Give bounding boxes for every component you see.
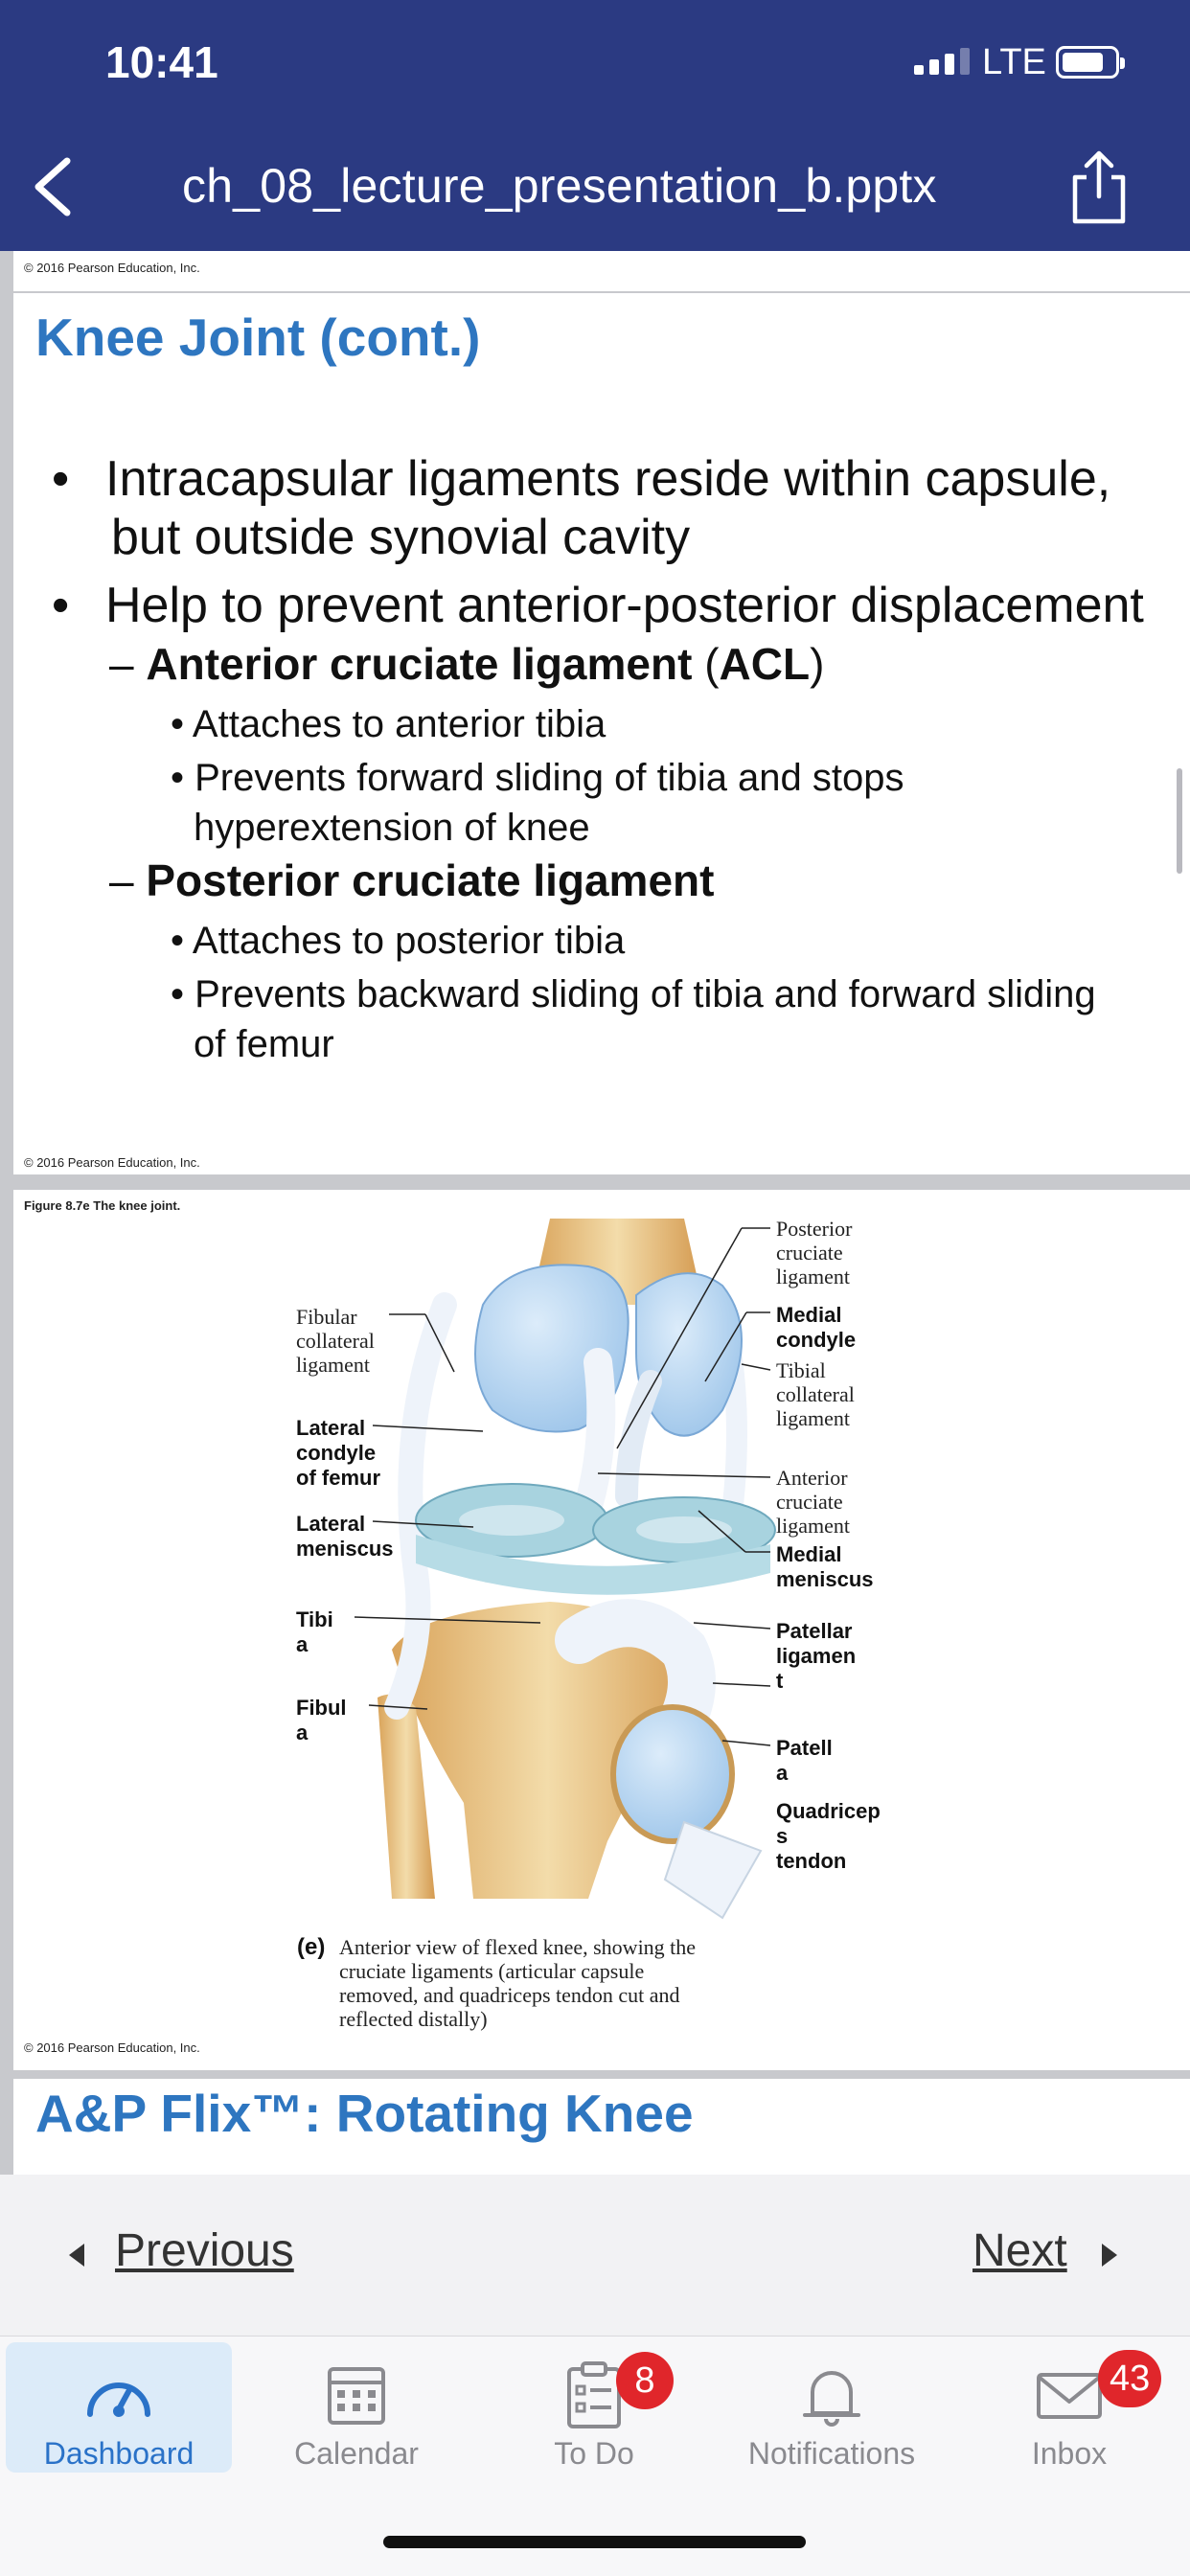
figure-title: Figure 8.7e The knee joint. xyxy=(24,1198,181,1213)
label-medial-meniscus: Medial meniscus xyxy=(776,1542,874,1591)
share-button[interactable] xyxy=(1065,148,1133,225)
slide-ap-flix: A&P Flix™: Rotating Knee xyxy=(13,2079,1190,2175)
chevron-right-icon xyxy=(1102,2244,1117,2267)
slide-viewer[interactable]: © 2016 Pearson Education, Inc. Knee Join… xyxy=(0,251,1190,2175)
bullet-text: Prevents backward sliding of tibia and f… xyxy=(195,973,1096,1015)
share-icon xyxy=(1072,150,1126,224)
bullet-text: hyperextension of knee xyxy=(194,807,590,849)
sub-bullet-bold: Posterior cruciate ligament xyxy=(146,855,715,905)
label-fibula: Fibul a xyxy=(296,1696,347,1744)
network-type: LTE xyxy=(982,42,1046,82)
label-tibia: Tibi a xyxy=(296,1607,333,1656)
sub-bullet-acl: – Anterior cruciate ligament (ACL) xyxy=(109,639,825,689)
slide-knee-figure: Figure 8.7e The knee joint. xyxy=(13,1190,1190,2070)
label-medial-condyle: Medial condyle xyxy=(776,1303,857,1352)
dashboard-gauge-icon xyxy=(87,2382,150,2417)
sub-sub-bullet: • Prevents backward sliding of tibia and… xyxy=(171,973,1096,1065)
sub-sub-bullet: • Attaches to posterior tibia xyxy=(171,920,626,962)
label-quadriceps-tendon: Quadricep s tendon xyxy=(776,1799,881,1873)
back-button[interactable] xyxy=(29,153,77,220)
document-title: ch_08_lecture_presentation_b.pptx xyxy=(182,159,937,213)
sub-bullet-abbr: ACL xyxy=(719,639,811,689)
tab-label: Inbox xyxy=(1031,2436,1108,2471)
paren-open: ( xyxy=(692,639,720,689)
vertical-scrollbar[interactable] xyxy=(1177,768,1182,874)
tab-notifications[interactable]: Notifications xyxy=(719,2342,945,2473)
inbox-badge: 43 xyxy=(1098,2350,1162,2407)
copyright-text: © 2016 Pearson Education, Inc. xyxy=(24,261,200,275)
tab-dashboard[interactable]: Dashboard xyxy=(6,2342,232,2473)
home-indicator[interactable] xyxy=(383,2536,806,2548)
pager: Previous Next xyxy=(0,2175,1190,2336)
label-anterior-cruciate-ligament: Anterior cruciate ligament xyxy=(776,1466,850,1538)
paren-close: ) xyxy=(810,639,825,689)
label-patella: Patell a xyxy=(776,1736,833,1785)
sub-sub-bullet: • Prevents forward sliding of tibia and … xyxy=(171,757,904,849)
label-patellar-ligament: Patellar ligamen t xyxy=(776,1619,857,1693)
sub-bullet-pcl: – Posterior cruciate ligament xyxy=(109,855,715,905)
status-time: 10:41 xyxy=(105,37,218,87)
tab-label: Notifications xyxy=(747,2436,916,2471)
figure-caption: Anterior view of flexed knee, showing th… xyxy=(339,1935,697,2031)
chevron-left-icon xyxy=(34,157,71,217)
label-fibular-collateral-ligament: Fibular collateral ligament xyxy=(296,1305,375,1377)
calendar-icon xyxy=(328,2367,385,2425)
top-bar: 10:41 LTE ch_08_lecture_presentation_b.p… xyxy=(0,0,1190,251)
bullet-text: but outside synovial cavity xyxy=(111,510,691,565)
todo-clipboard-icon xyxy=(567,2361,621,2428)
tab-todo[interactable]: To Do xyxy=(481,2342,707,2473)
bullet-text: Help to prevent anterior-posterior displ… xyxy=(105,578,1144,633)
tab-label: Calendar xyxy=(294,2436,419,2471)
label-lateral-condyle: Lateral condyle of femur xyxy=(296,1416,380,1490)
bullet-text: Prevents forward sliding of tibia and st… xyxy=(195,757,904,799)
slide-title: Knee Joint (cont.) xyxy=(35,308,481,367)
tab-label: To Do xyxy=(554,2436,634,2471)
slide-title: A&P Flix™: Rotating Knee xyxy=(35,2084,694,2143)
chevron-left-icon xyxy=(69,2244,84,2267)
next-button[interactable]: Next xyxy=(973,2225,1067,2276)
copyright-text: © 2016 Pearson Education, Inc. xyxy=(24,1155,200,1170)
knee-joint-illustration xyxy=(354,1219,776,1920)
sub-bullet-bold: Anterior cruciate ligament xyxy=(146,639,693,689)
bullet-text: Attaches to anterior tibia xyxy=(192,703,606,745)
tab-inbox[interactable]: Inbox xyxy=(956,2342,1182,2473)
cellular-signal-icon xyxy=(914,48,970,75)
todo-badge: 8 xyxy=(616,2352,674,2409)
battery-icon xyxy=(1056,46,1125,79)
bell-icon xyxy=(803,2371,860,2427)
previous-button[interactable]: Previous xyxy=(115,2225,294,2276)
label-posterior-cruciate-ligament: Posterior cruciate ligament xyxy=(776,1217,853,1288)
label-tibial-collateral-ligament: Tibial collateral ligament xyxy=(776,1358,855,1430)
bullet-text: Attaches to posterior tibia xyxy=(192,920,626,962)
slide-knee-joint-cont: Knee Joint (cont.) • Intracapsular ligam… xyxy=(13,293,1190,1174)
bullet-text: Intracapsular ligaments reside within ca… xyxy=(105,451,1111,507)
tab-calendar[interactable]: Calendar xyxy=(243,2342,469,2473)
label-lateral-meniscus: Lateral meniscus xyxy=(296,1512,394,1561)
bullet-text: of femur xyxy=(194,1023,334,1065)
caption-letter: (e) xyxy=(297,1934,326,1960)
copyright-text: © 2016 Pearson Education, Inc. xyxy=(24,2040,200,2055)
tab-label: Dashboard xyxy=(43,2436,195,2471)
sub-sub-bullet: • Attaches to anterior tibia xyxy=(171,703,606,745)
slide-previous-partial: © 2016 Pearson Education, Inc. xyxy=(13,251,1190,291)
inbox-envelope-icon xyxy=(1037,2373,1102,2419)
